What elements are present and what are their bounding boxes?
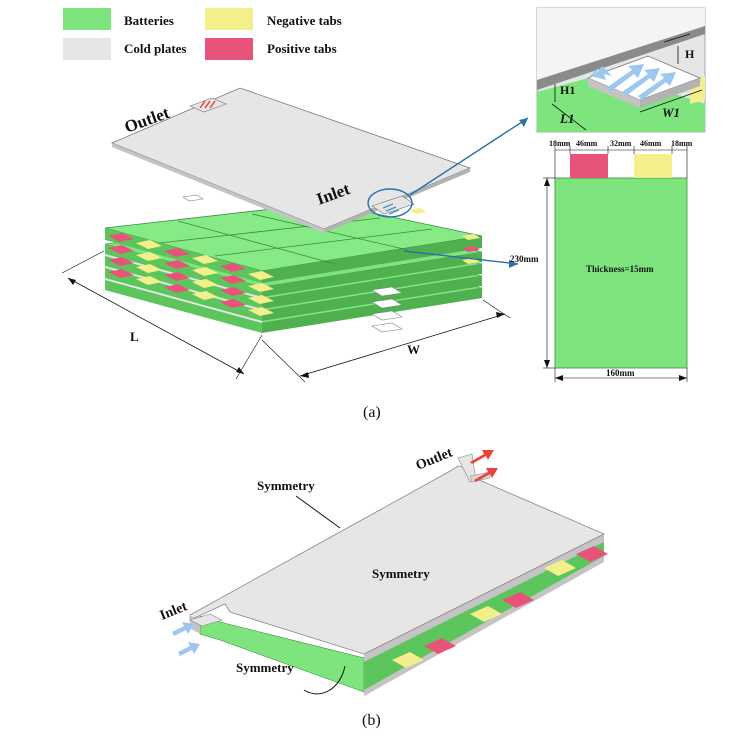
inlet-detail-view: H H1 L1 W1 — [536, 7, 706, 133]
dim-L-label: L — [130, 329, 139, 344]
battery-stack-layers — [104, 202, 483, 333]
dim-height: 230mm — [510, 254, 539, 264]
exploded-cold-plate — [110, 87, 472, 233]
outlet-label-b: Outlet — [414, 445, 455, 473]
detail-H1: H1 — [560, 83, 575, 97]
symmetry-label-center: Symmetry — [372, 566, 430, 581]
pointer-line-cell — [403, 250, 519, 265]
inlet-zoom-circle — [367, 188, 413, 218]
legend-swatch-positive-tabs — [205, 38, 253, 60]
dim-gap-middle: 32mm — [610, 139, 632, 148]
cell-positive-tab — [570, 154, 608, 178]
legend-swatch-negative-tabs — [205, 8, 253, 30]
dim-width: 160mm — [606, 368, 635, 378]
legend-swatch-cold-plates — [63, 38, 111, 60]
detail-L1: L1 — [559, 111, 574, 126]
cell-dimension-drawing: 18mm 46mm 32mm 46mm 18mm 230mm 160mm Thi… — [510, 139, 693, 382]
symmetry-label-bottom: Symmetry — [236, 660, 294, 675]
caption-a: (a) — [363, 404, 381, 421]
legend-label-cold-plates: Cold plates — [124, 41, 186, 56]
detail-H: H — [685, 47, 695, 61]
dim-W-label: W — [407, 342, 420, 357]
cell-negative-tab — [634, 154, 672, 178]
panel-b-top-plate — [189, 465, 605, 655]
legend-swatch-batteries — [63, 8, 111, 30]
pointer-line-detail — [409, 117, 529, 196]
dim-thickness: Thickness=15mm — [586, 264, 654, 274]
symmetry-label-top: Symmetry — [257, 478, 315, 493]
dim-gap-right: 18mm — [671, 139, 693, 148]
dimension-W: W — [261, 299, 511, 383]
dim-tab-2: 46mm — [640, 139, 662, 148]
caption-b: (b) — [362, 712, 381, 729]
legend-label-negative-tabs: Negative tabs — [267, 13, 342, 28]
detail-W1: W1 — [662, 105, 680, 120]
legend-label-positive-tabs: Positive tabs — [267, 41, 337, 56]
legend-label-batteries: Batteries — [124, 13, 174, 28]
dim-tab-1: 46mm — [576, 139, 598, 148]
legend: Batteries Cold plates Negative tabs Posi… — [63, 8, 342, 60]
stack-tabs — [108, 194, 480, 333]
inlet-label-b: Inlet — [158, 599, 190, 624]
dimension-L: L — [61, 250, 263, 380]
panel-b-model — [172, 450, 608, 696]
dim-gap-left: 18mm — [549, 139, 571, 148]
panel-a-stack: Outlet Inlet L W (a) — [61, 87, 529, 421]
cell-body — [554, 177, 688, 369]
